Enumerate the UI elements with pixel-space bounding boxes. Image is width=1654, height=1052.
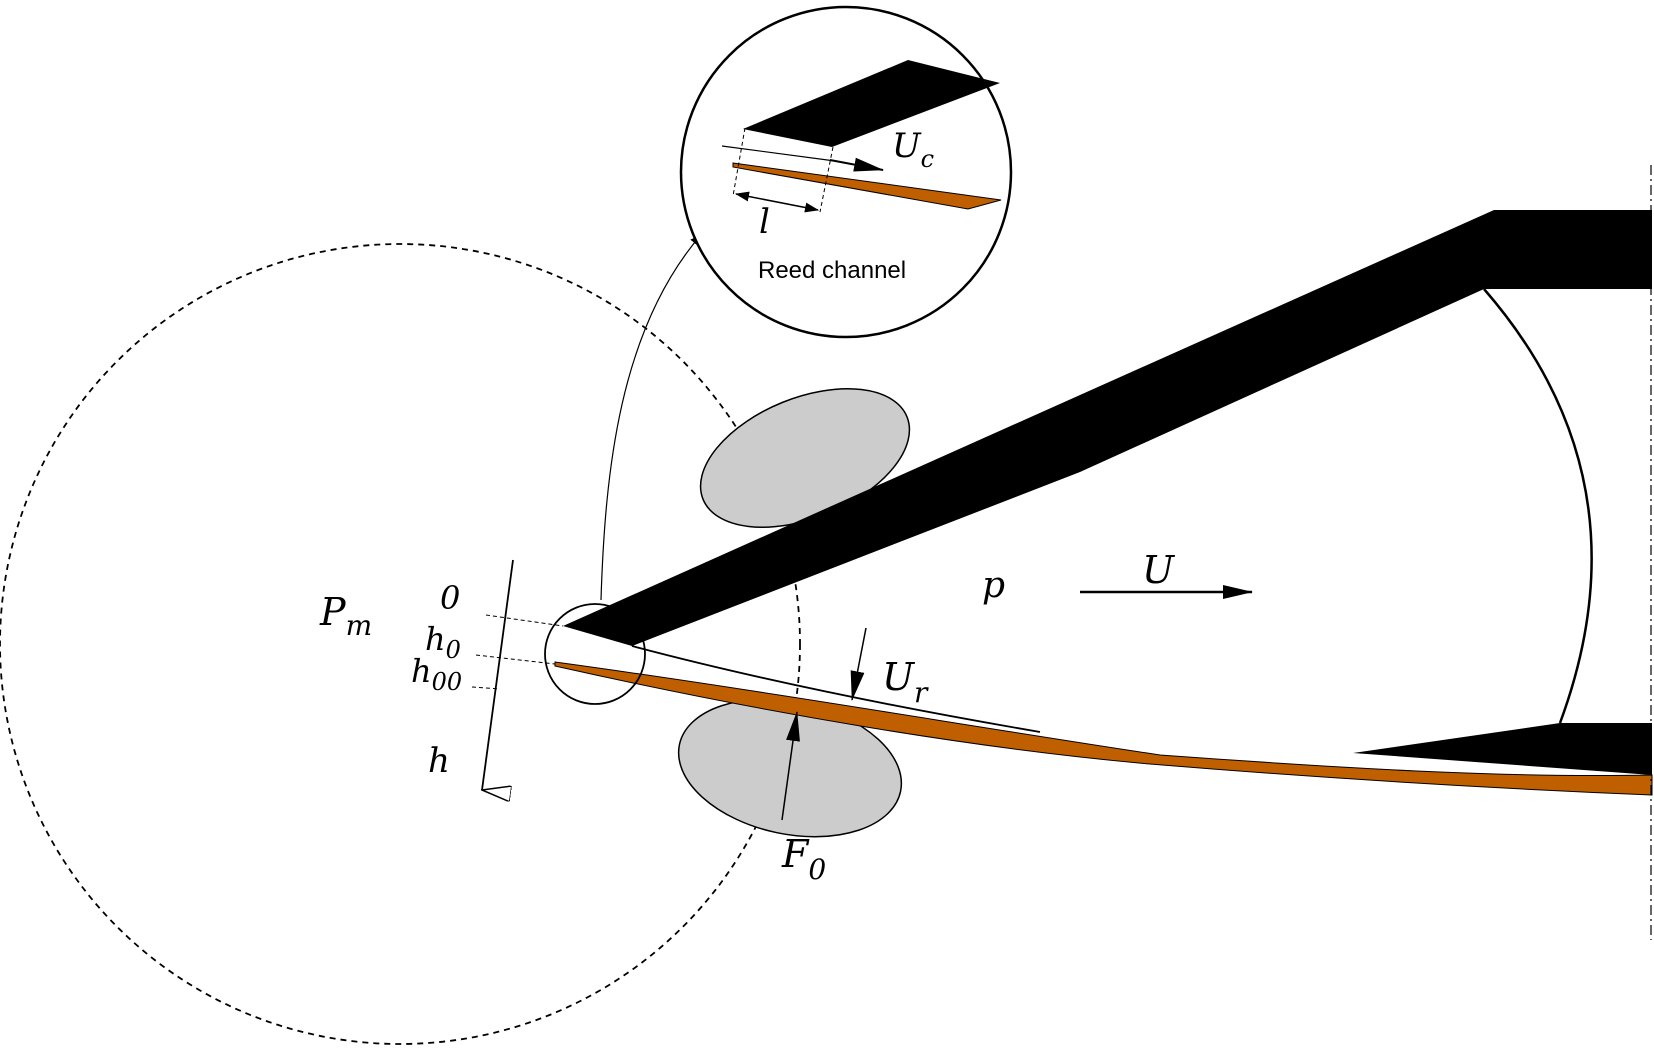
inset-contents: Uc l Reed channel bbox=[721, 60, 1002, 284]
mouthpiece-upper-wall bbox=[563, 210, 1652, 646]
lip-force-arrow-f0 bbox=[781, 711, 800, 821]
label-f0: F0 bbox=[781, 832, 826, 886]
reed-deflection-curve bbox=[631, 645, 1041, 733]
label-h00: h00 bbox=[411, 652, 462, 696]
inset-upper-wall bbox=[743, 60, 1000, 147]
label-h: h bbox=[428, 741, 450, 781]
label-p: p bbox=[982, 565, 1005, 606]
reed-channel-inset bbox=[679, 5, 1013, 339]
tick-zero bbox=[485, 614, 564, 627]
label-zero: 0 bbox=[440, 579, 460, 617]
reed-velocity-arrow-ur bbox=[850, 627, 867, 701]
label-u: U bbox=[1142, 548, 1176, 592]
tick-h0 bbox=[475, 654, 556, 665]
mouth-outline-dashed bbox=[0, 243, 801, 1045]
mouthpiece-lower-wall bbox=[1353, 723, 1652, 775]
inset-channel-line bbox=[721, 145, 836, 162]
bore-arc bbox=[1483, 288, 1593, 724]
inset-label-l: l bbox=[759, 202, 770, 242]
reed bbox=[554, 661, 1653, 796]
inset-reed bbox=[732, 162, 1002, 210]
inset-uc-arrow bbox=[829, 157, 884, 172]
h-axis bbox=[482, 559, 514, 790]
reed-channel-caption: Reed channel bbox=[758, 257, 906, 284]
label-pm: Pm bbox=[319, 590, 372, 642]
tick-h00 bbox=[471, 686, 501, 690]
zoom-callout-arrow bbox=[600, 235, 701, 601]
inset-label-uc: Uc bbox=[892, 126, 934, 173]
reed-tip-zoom-circle bbox=[544, 603, 646, 705]
inset-length-arrow bbox=[735, 191, 819, 213]
label-ur: Ur bbox=[882, 655, 929, 709]
inset-dash-left bbox=[732, 127, 746, 197]
label-h0: h0 bbox=[425, 620, 461, 664]
